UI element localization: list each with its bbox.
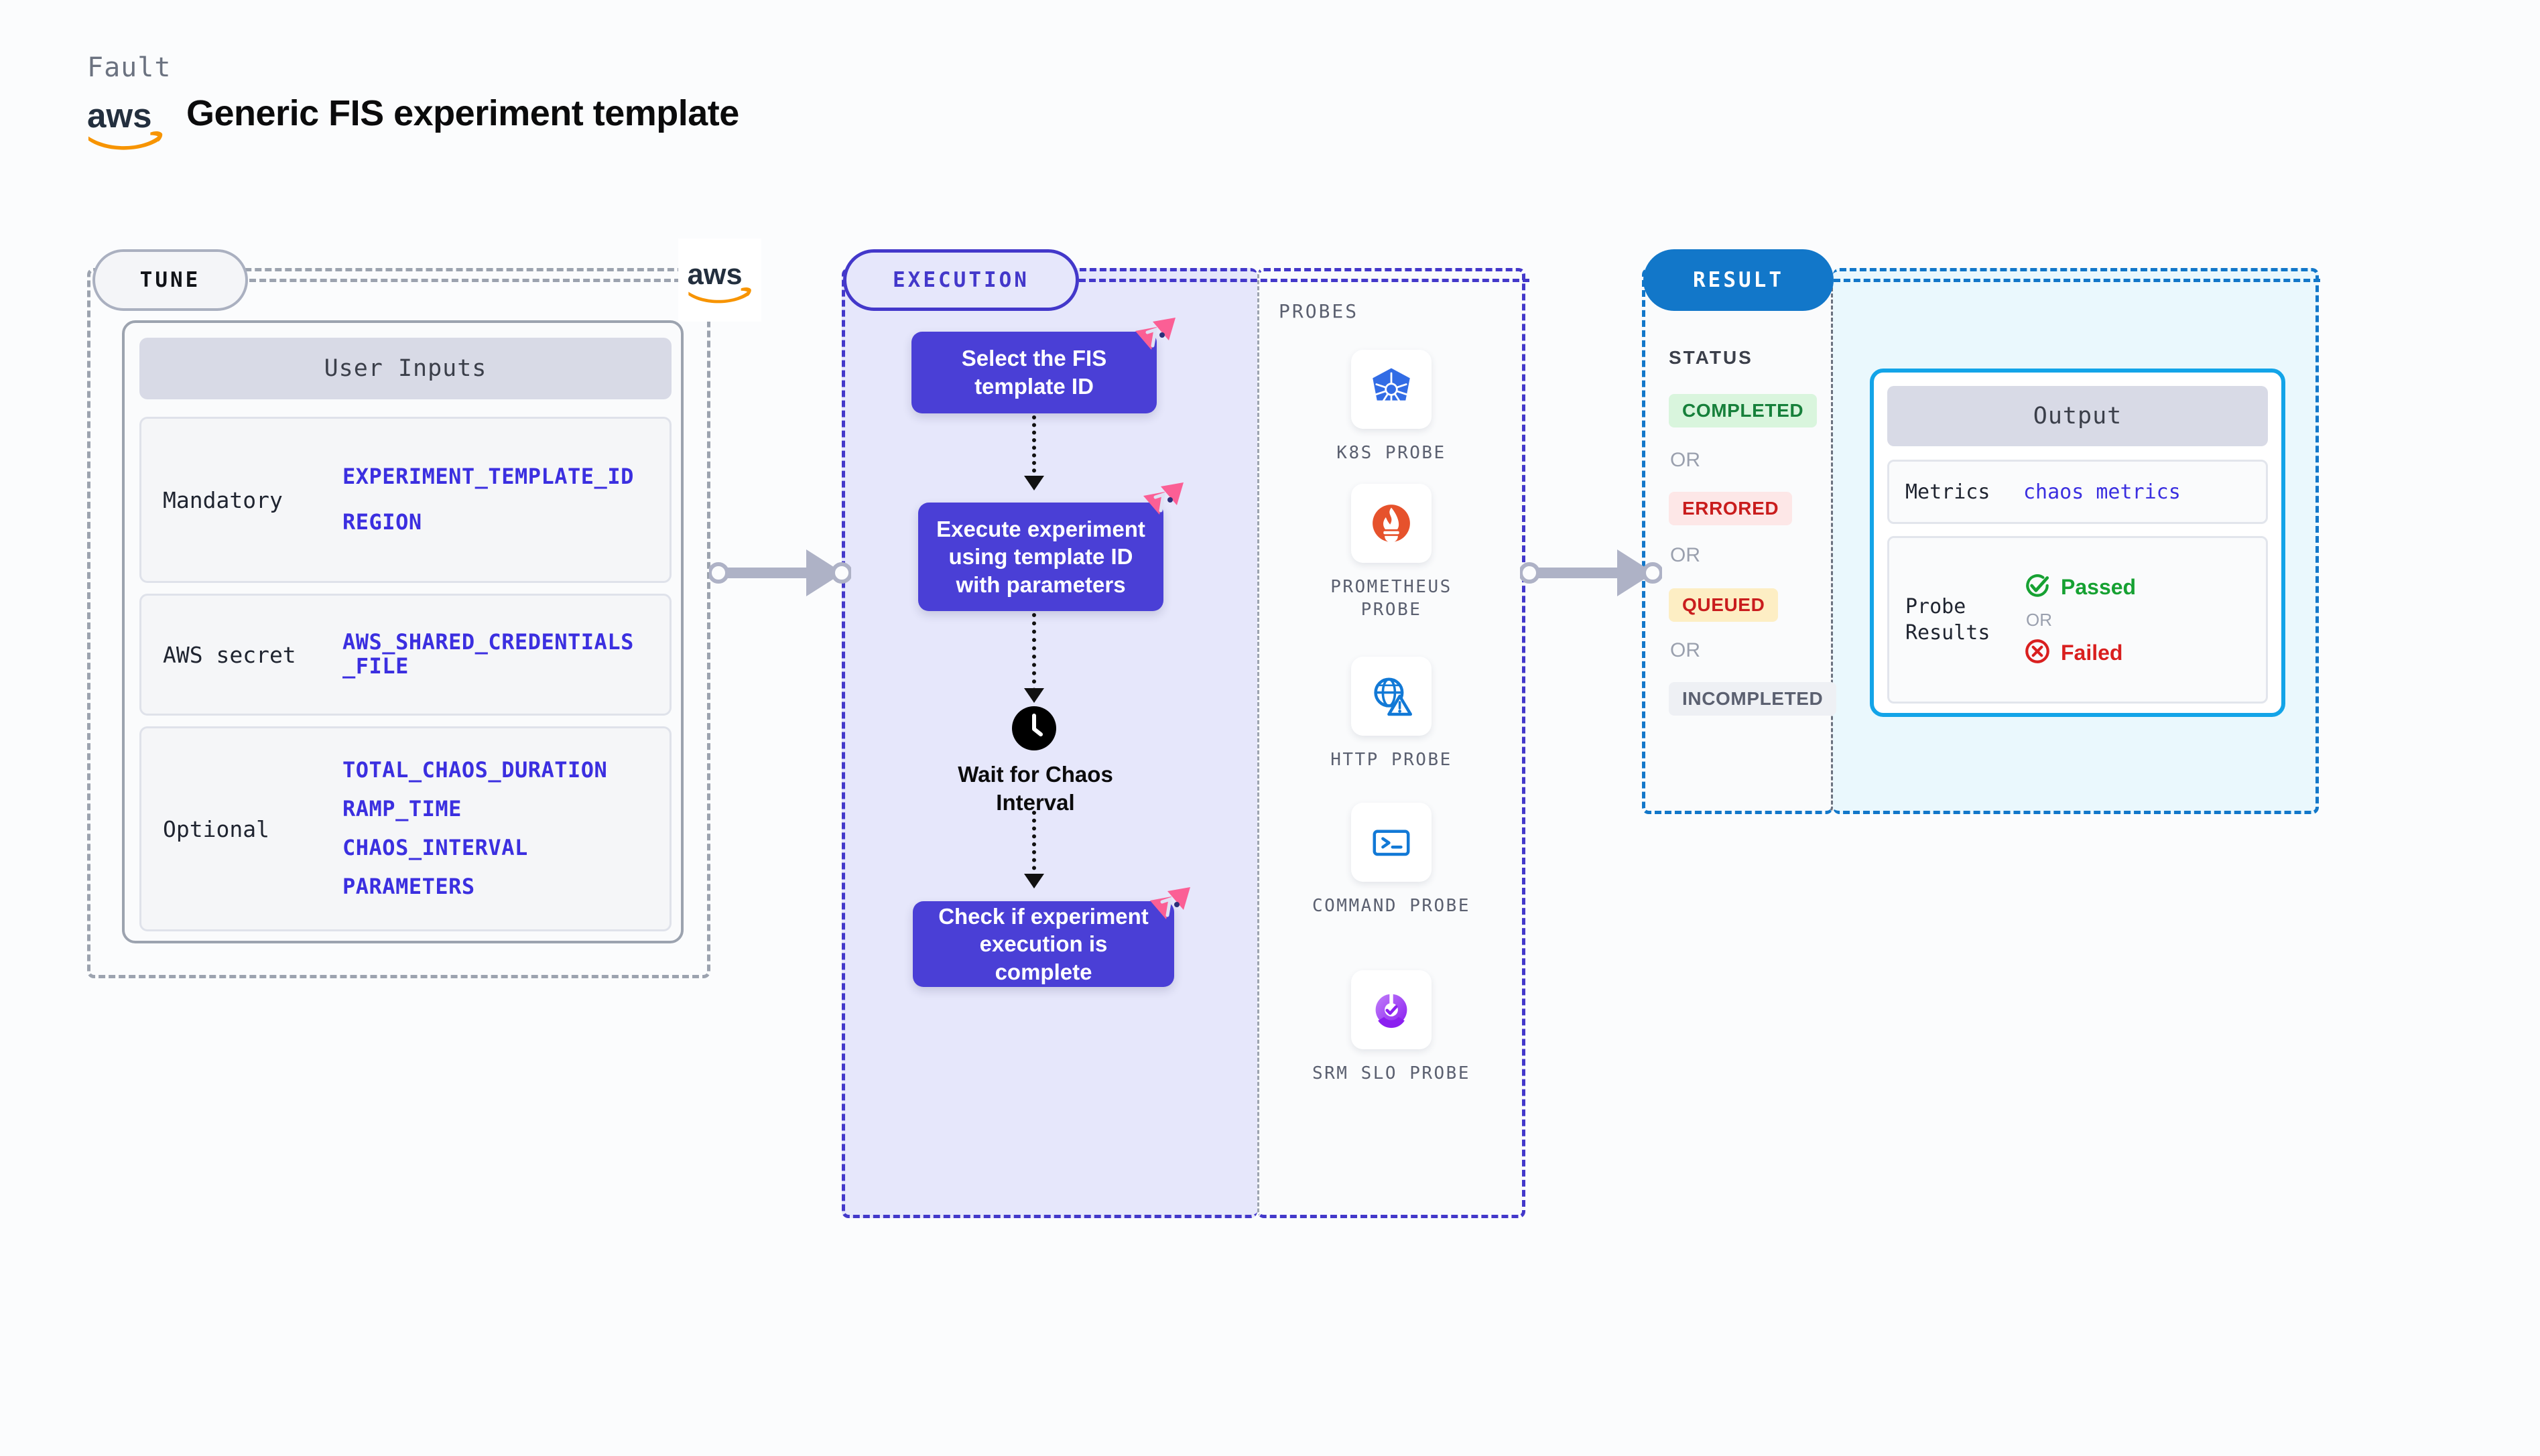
output-title: Output (1887, 386, 2268, 446)
output-card: Output Metrics chaos metrics Probe Resul… (1870, 369, 2285, 717)
probe-label: PROMETHEUS PROBE (1330, 577, 1452, 620)
status-badge-errored: ERRORED (1669, 492, 1793, 525)
output-row-label: Metrics (1905, 480, 1990, 504)
connector-tune-to-execution (708, 535, 852, 611)
probes-title: PROBES (1279, 300, 1359, 322)
tune-value: TOTAL_CHAOS_DURATION (342, 757, 608, 783)
tune-pill[interactable]: TUNE (92, 249, 248, 311)
tune-value: PARAMETERS (342, 873, 475, 899)
probe-label: HTTP PROBE (1330, 750, 1452, 770)
user-inputs-card: User Inputs Mandatory EXPERIMENT_TEMPLAT… (122, 320, 684, 943)
wait-for-chaos-interval-label: Wait for Chaos Interval (958, 762, 1113, 815)
status-title: STATUS (1669, 347, 1753, 368)
probe-result-or-label: OR (2026, 609, 2052, 630)
flow-arrow (1024, 811, 1044, 888)
flow-step-execute-experiment[interactable]: Execute experiment using template ID wit… (918, 503, 1163, 611)
result-pill[interactable]: RESULT (1643, 249, 1834, 311)
aws-logo: aws (86, 94, 165, 151)
probe-label: SRM SLO PROBE (1312, 1063, 1470, 1083)
status-or-label: OR (1670, 639, 1700, 661)
probe-result-passed: Passed (2023, 572, 2136, 603)
tune-row-optional: Optional TOTAL_CHAOS_DURATION RAMP_TIME … (139, 726, 672, 931)
aws-badge-icon: aws (678, 239, 761, 322)
user-inputs-title: User Inputs (139, 338, 672, 399)
output-row-label: Probe Results (1905, 595, 1990, 645)
flow-arrow (1024, 415, 1044, 490)
result-leader-line (1834, 279, 2320, 282)
probe-item-command[interactable]: COMMAND PROBE (1311, 803, 1472, 918)
tune-row-mandatory: Mandatory EXPERIMENT_TEMPLATE_ID REGION (139, 417, 672, 583)
probe-result-failed-label: Failed (2061, 640, 2123, 665)
srm-slo-donut-icon (1351, 970, 1432, 1049)
tune-leader-line (249, 279, 681, 282)
probe-label: K8S PROBE (1336, 443, 1446, 463)
check-circle-icon (2023, 572, 2051, 603)
litmus-badge-icon (1141, 481, 1184, 523)
output-metrics-value: chaos metrics (2023, 480, 2181, 504)
tune-value: RAMP_TIME (342, 796, 462, 822)
tune-value: CHAOS_INTERVAL (342, 835, 528, 860)
probe-item-http[interactable]: HTTP PROBE (1311, 657, 1472, 772)
output-row-metrics: Metrics chaos metrics (1887, 460, 2268, 524)
execution-panel (842, 268, 1257, 1218)
status-or-label: OR (1670, 449, 1700, 471)
flow-step-select-template[interactable]: Select the FIS template ID (911, 332, 1157, 413)
tune-row-aws-secret: AWS secret AWS_SHARED_CREDENTIALS _FILE (139, 594, 672, 716)
status-badge-completed: COMPLETED (1669, 394, 1818, 427)
status-badge-queued: QUEUED (1669, 588, 1779, 622)
probe-item-k8s[interactable]: K8S PROBE (1311, 350, 1472, 465)
probe-item-prometheus[interactable]: PROMETHEUS PROBE (1311, 484, 1472, 622)
probe-item-srm-slo[interactable]: SRM SLO PROBE (1311, 970, 1472, 1085)
litmus-badge-icon (1133, 316, 1176, 358)
http-globe-warning-icon (1351, 657, 1432, 736)
flow-step-check-complete[interactable]: Check if experiment execution is complet… (913, 901, 1174, 987)
execution-leader-line (1079, 279, 1529, 282)
status-or-label: OR (1670, 544, 1700, 566)
probe-result-failed: Failed (2023, 637, 2136, 669)
tune-panel (87, 268, 710, 978)
status-badge-incompleted: INCOMPLETED (1669, 682, 1837, 716)
probe-label: COMMAND PROBE (1312, 896, 1470, 916)
prometheus-icon (1351, 484, 1432, 563)
svg-text:aws: aws (87, 96, 152, 135)
tune-row-label: Mandatory (163, 486, 283, 513)
litmus-badge-icon (1147, 886, 1190, 927)
tune-row-label: AWS secret (163, 641, 296, 668)
output-row-probe-results: Probe Results Passed OR (1887, 536, 2268, 704)
result-status-panel (1642, 268, 1833, 814)
tune-value: EXPERIMENT_TEMPLATE_ID (342, 464, 634, 490)
connector-execution-to-result (1519, 535, 1663, 611)
tune-row-label: Optional (163, 815, 269, 842)
execution-pill[interactable]: EXECUTION (843, 249, 1079, 311)
clock-icon (1011, 705, 1058, 752)
probe-result-passed-label: Passed (2061, 574, 2137, 599)
page-title: Generic FIS experiment template (186, 93, 739, 133)
tune-value: AWS_SHARED_CREDENTIALS _FILE (342, 629, 634, 679)
kubernetes-icon (1351, 350, 1432, 429)
flow-arrow (1024, 613, 1044, 703)
header-eyebrow: Fault (87, 52, 172, 83)
tune-value: REGION (342, 509, 422, 535)
terminal-icon (1351, 803, 1432, 882)
close-circle-icon (2023, 637, 2051, 669)
svg-text:aws: aws (688, 259, 743, 291)
